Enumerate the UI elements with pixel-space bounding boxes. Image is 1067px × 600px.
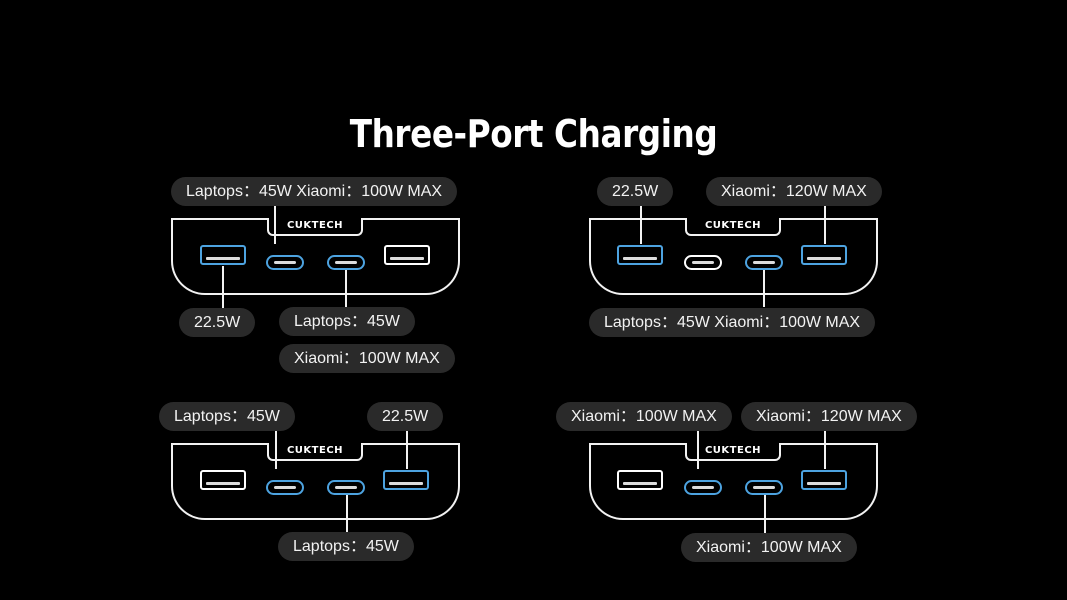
label-22-5w: 22.5W xyxy=(367,402,444,431)
connector-line xyxy=(345,270,347,308)
label-laptops-xiaomi: Laptops：45W Xiaomi：100W MAX xyxy=(589,308,876,337)
label-xiaomi-100w: Xiaomi：100W MAX xyxy=(681,533,857,562)
usb-c-port-1 xyxy=(684,255,722,270)
connector-line xyxy=(406,429,408,469)
label-laptops: Laptops：45W xyxy=(159,402,295,431)
power-bank-outline xyxy=(589,443,878,520)
brand-tab: CUKTECH xyxy=(267,218,363,236)
label-laptops: Laptops：45W xyxy=(279,307,415,336)
usb-a-port-2 xyxy=(384,245,430,265)
usb-a-port-1 xyxy=(200,470,246,490)
label-laptops: Laptops：45W xyxy=(278,532,414,561)
label-xiaomi-120w: Xiaomi：120W MAX xyxy=(706,177,882,206)
label-xiaomi-100w: Xiaomi：100W MAX xyxy=(556,402,732,431)
usb-a-port-2 xyxy=(383,470,429,490)
connector-line xyxy=(275,429,277,469)
connector-line xyxy=(764,495,766,533)
brand-tab: CUKTECH xyxy=(685,443,781,461)
usb-a-port-2 xyxy=(801,470,847,490)
usb-c-port-2 xyxy=(327,480,365,495)
label-22-5w: 22.5W xyxy=(597,177,674,206)
usb-c-port-1 xyxy=(266,255,304,270)
power-bank-outline xyxy=(171,218,460,295)
power-bank-outline xyxy=(171,443,460,520)
usb-c-port-2 xyxy=(327,255,365,270)
brand-tab: CUKTECH xyxy=(685,218,781,236)
power-bank-outline xyxy=(589,218,878,295)
usb-a-port-1 xyxy=(617,245,663,265)
connector-line xyxy=(697,429,699,469)
label-xiaomi: Xiaomi：100W MAX xyxy=(279,344,455,373)
connector-line xyxy=(274,204,276,244)
page-title: Three-Port Charging xyxy=(349,112,718,156)
usb-c-port-1 xyxy=(266,480,304,495)
connector-line xyxy=(824,204,826,244)
connector-line xyxy=(346,495,348,532)
label-xiaomi-120w: Xiaomi：120W MAX xyxy=(741,402,917,431)
connector-line xyxy=(222,266,224,308)
connector-line xyxy=(824,429,826,469)
connector-line xyxy=(640,204,642,244)
usb-a-port-1 xyxy=(617,470,663,490)
label-laptops-xiaomi: Laptops：45W Xiaomi：100W MAX xyxy=(171,177,458,206)
usb-a-port-1 xyxy=(200,245,246,265)
connector-line xyxy=(763,270,765,307)
usb-c-port-1 xyxy=(684,480,722,495)
usb-a-port-2 xyxy=(801,245,847,265)
brand-tab: CUKTECH xyxy=(267,443,363,461)
usb-c-port-2 xyxy=(745,255,783,270)
label-22-5w: 22.5W xyxy=(179,308,256,337)
usb-c-port-2 xyxy=(745,480,783,495)
